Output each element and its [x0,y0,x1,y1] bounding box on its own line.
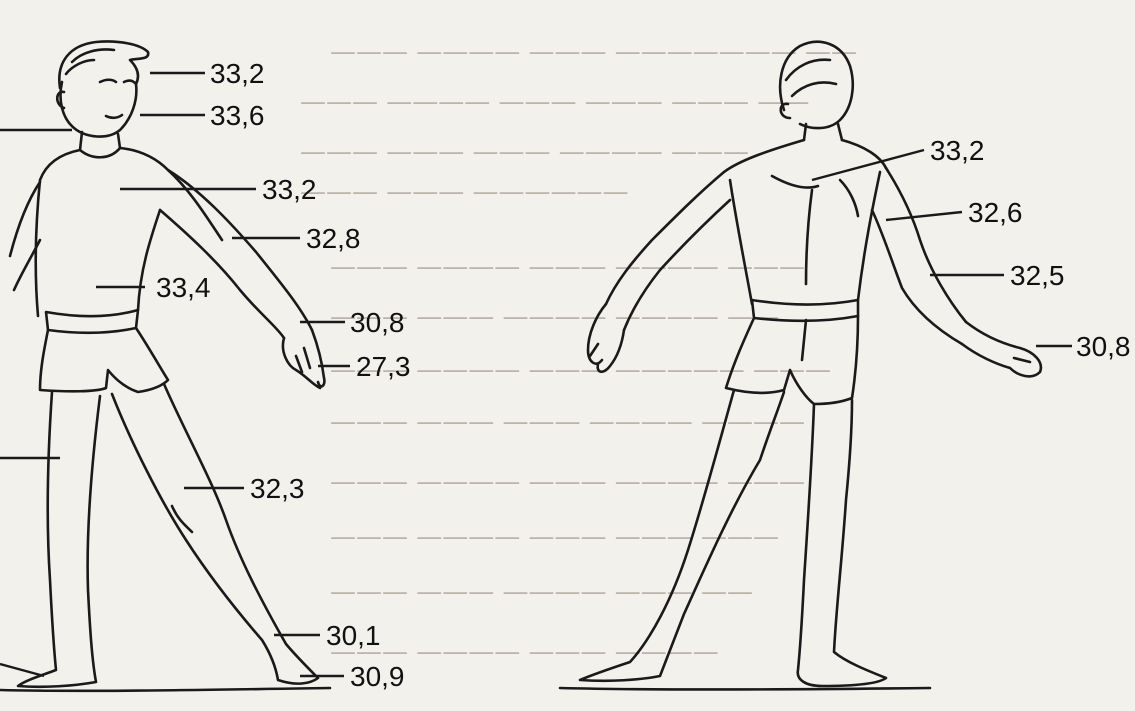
leader-back-upper-arm [886,212,962,220]
label-front-foot: 30,9 [350,661,405,692]
label-front-shin: 32,3 [250,473,305,504]
front-shorts [40,328,168,392]
label-front-face: 33,6 [210,100,265,131]
front-hair-lines [66,50,114,75]
front-head [61,82,137,137]
front-left-leg [18,392,100,687]
back-shorts-seam [802,320,806,360]
front-ground [0,688,330,691]
svg-text:——— ———— ——— ——— ——— ——: ——— ———— ——— ——— ——— —— [300,87,809,117]
front-figure [0,41,330,690]
front-knee [172,506,192,532]
label-front-hand: 27,3 [356,351,411,382]
front-collar [80,148,120,157]
label-front-head: 33,2 [210,58,265,89]
front-torso-right [120,148,222,240]
front-torso-left [36,150,80,316]
back-spine [806,190,812,284]
label-front-chest: 33,2 [262,174,317,205]
label-front-abdomen: 33,4 [156,272,211,303]
svg-text:——— ———— ——— ———— ———: ——— ———— ——— ———— ——— [330,252,805,282]
back-right-hand [962,322,1041,376]
front-mouth [106,115,122,118]
back-temperature-labels: 33,2 32,6 32,5 30,8 [930,135,1131,362]
front-right-hand [283,330,324,388]
label-front-forearm: 30,8 [350,307,405,338]
leader-front-left-edge-3 [0,664,44,676]
front-right-leg [112,384,318,684]
back-right-leg [798,400,886,686]
label-front-ankle: 30,1 [326,620,381,651]
leader-back-upper-back [812,150,924,180]
label-back-hand: 30,8 [1076,331,1131,362]
back-ground [560,688,930,690]
label-back-upper-back: 33,2 [930,135,985,166]
label-front-upper-arm: 32,8 [306,223,361,254]
label-back-forearm: 32,5 [1010,260,1065,291]
back-torso-right [858,172,880,300]
svg-text:——— ——— ——— ———— ———: ——— ——— ——— ———— ——— [300,137,749,167]
front-eye-brow [100,80,135,83]
svg-text:——— ——— ——— ———— ————: ——— ——— ——— ———— ———— [330,407,805,437]
label-back-upper-arm: 32,6 [968,197,1023,228]
front-waistband [46,310,138,333]
svg-text:——— ———— ——— ———— ———: ——— ———— ——— ———— ——— [330,467,805,497]
back-right-arm-upper [886,168,966,322]
back-torso-left [730,180,752,304]
svg-text:——— ——— ——————: ——— ——— —————— [300,177,629,207]
back-shoulder-blade [772,176,858,216]
svg-text:——— ———— ——— ——— ———: ——— ———— ——— ——— ——— [330,522,779,552]
svg-text:——— ———— ——— ——————— ——: ——— ———— ——— ——————— —— [330,37,857,67]
